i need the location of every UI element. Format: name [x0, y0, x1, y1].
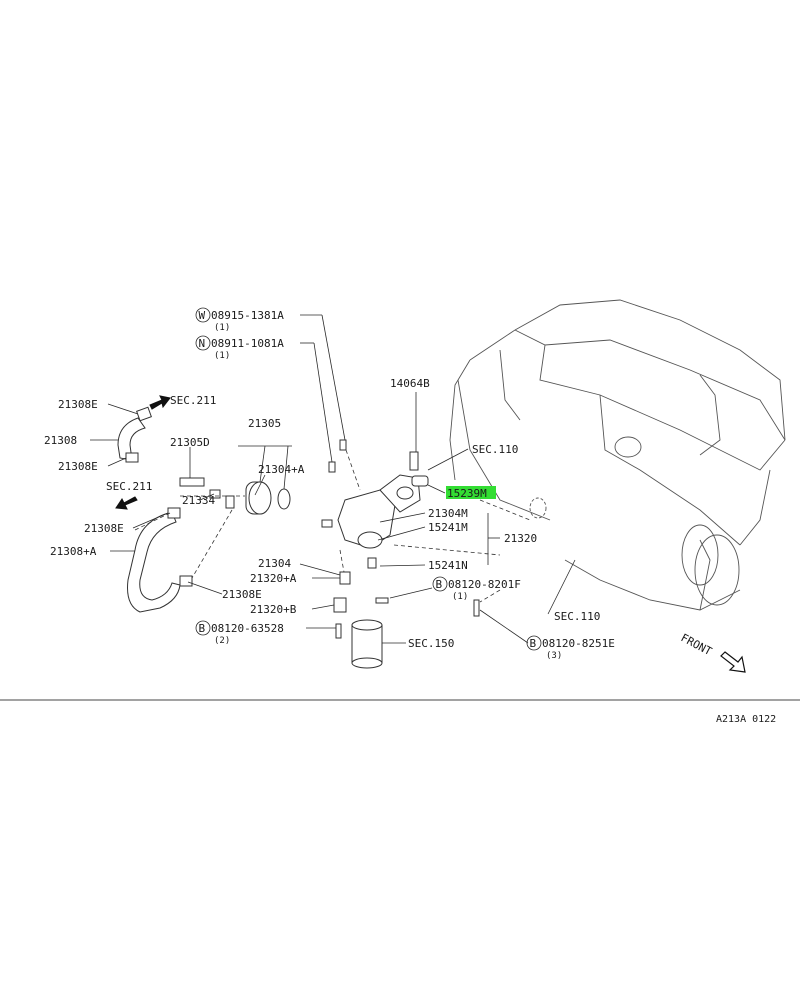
label-21308E-mid: 21308E	[58, 460, 98, 473]
upper-hose-drawing	[117, 406, 152, 463]
label-b1-qty: (2)	[214, 636, 230, 646]
engine-block-drawing	[449, 299, 786, 611]
bolt-symbol-1: B	[199, 622, 206, 635]
label-15241M: 15241M	[428, 521, 468, 534]
label-21334: 21334	[182, 494, 215, 507]
bolt-symbol-2: B	[436, 578, 443, 591]
sec211-mid-arrow-icon	[115, 496, 138, 510]
label-21320: 21320	[504, 532, 537, 545]
part-labels: 21308E SEC.211 21308 21308E SEC.211 2130…	[44, 307, 715, 661]
nut-callout: N 08911-1081A (1)	[195, 335, 284, 361]
label-w-qty: (1)	[214, 323, 230, 333]
label-sec211-mid: SEC.211	[106, 480, 152, 493]
oil-cooler-drawing	[179, 477, 291, 515]
label-21308E-top: 21308E	[58, 398, 98, 411]
diagram-code: A213A 0122	[716, 714, 776, 725]
bolt-callout-3: B 08120-8251E (3)	[526, 635, 615, 661]
label-15241N: 15241N	[428, 559, 468, 572]
label-15239M: 15239M	[447, 487, 487, 500]
bolt-callout-1: B 08120-63528 (2)	[195, 620, 284, 646]
bolt-callout-2: B 08120-8201F (1)	[432, 576, 521, 602]
label-14064B: 14064B	[390, 377, 430, 390]
label-21308E-low: 21308E	[84, 522, 124, 535]
highlight-15239M	[446, 486, 496, 499]
label-21308A: 21308+A	[50, 545, 97, 558]
sec211-top-arrow-icon	[149, 395, 171, 410]
label-b3-part: 08120-8251E	[542, 637, 615, 650]
label-sec211-top: SEC.211	[170, 394, 216, 407]
label-sec110-bot: SEC.110	[554, 610, 600, 623]
washer-callout: W 08915-1381A (1)	[195, 307, 284, 333]
label-n-qty: (1)	[214, 351, 230, 361]
bolt-symbol-3: B	[530, 637, 537, 650]
label-21305: 21305	[248, 417, 281, 430]
label-w-part: 08915-1381A	[211, 309, 284, 322]
washer-symbol: W	[199, 309, 206, 322]
label-sec150: SEC.150	[408, 637, 454, 650]
label-21308E-bot: 21308E	[222, 588, 262, 601]
label-21305D: 21305D	[170, 436, 210, 449]
label-b2-part: 08120-8201F	[448, 578, 521, 591]
label-b1-part: 08120-63528	[211, 622, 284, 635]
nut-symbol: N	[199, 337, 206, 350]
lower-hose-drawing	[127, 507, 193, 613]
leader-lines	[90, 314, 576, 644]
label-21320A: 21320+A	[250, 572, 297, 585]
label-b2-qty: (1)	[452, 592, 468, 602]
label-sec110-top: SEC.110	[472, 443, 518, 456]
oil-filter-bracket-drawing	[321, 439, 480, 639]
label-21304: 21304	[258, 557, 291, 570]
label-21304M: 21304M	[428, 507, 468, 520]
oil-filter-drawing	[351, 619, 383, 669]
front-arrow-icon	[720, 651, 746, 673]
label-front: FRONT	[679, 631, 715, 658]
label-21320B: 21320+B	[250, 603, 297, 616]
label-21308: 21308	[44, 434, 77, 447]
label-21304A: 21304+A	[258, 463, 305, 476]
label-n-part: 08911-1081A	[211, 337, 284, 350]
label-b3-qty: (3)	[546, 651, 562, 661]
